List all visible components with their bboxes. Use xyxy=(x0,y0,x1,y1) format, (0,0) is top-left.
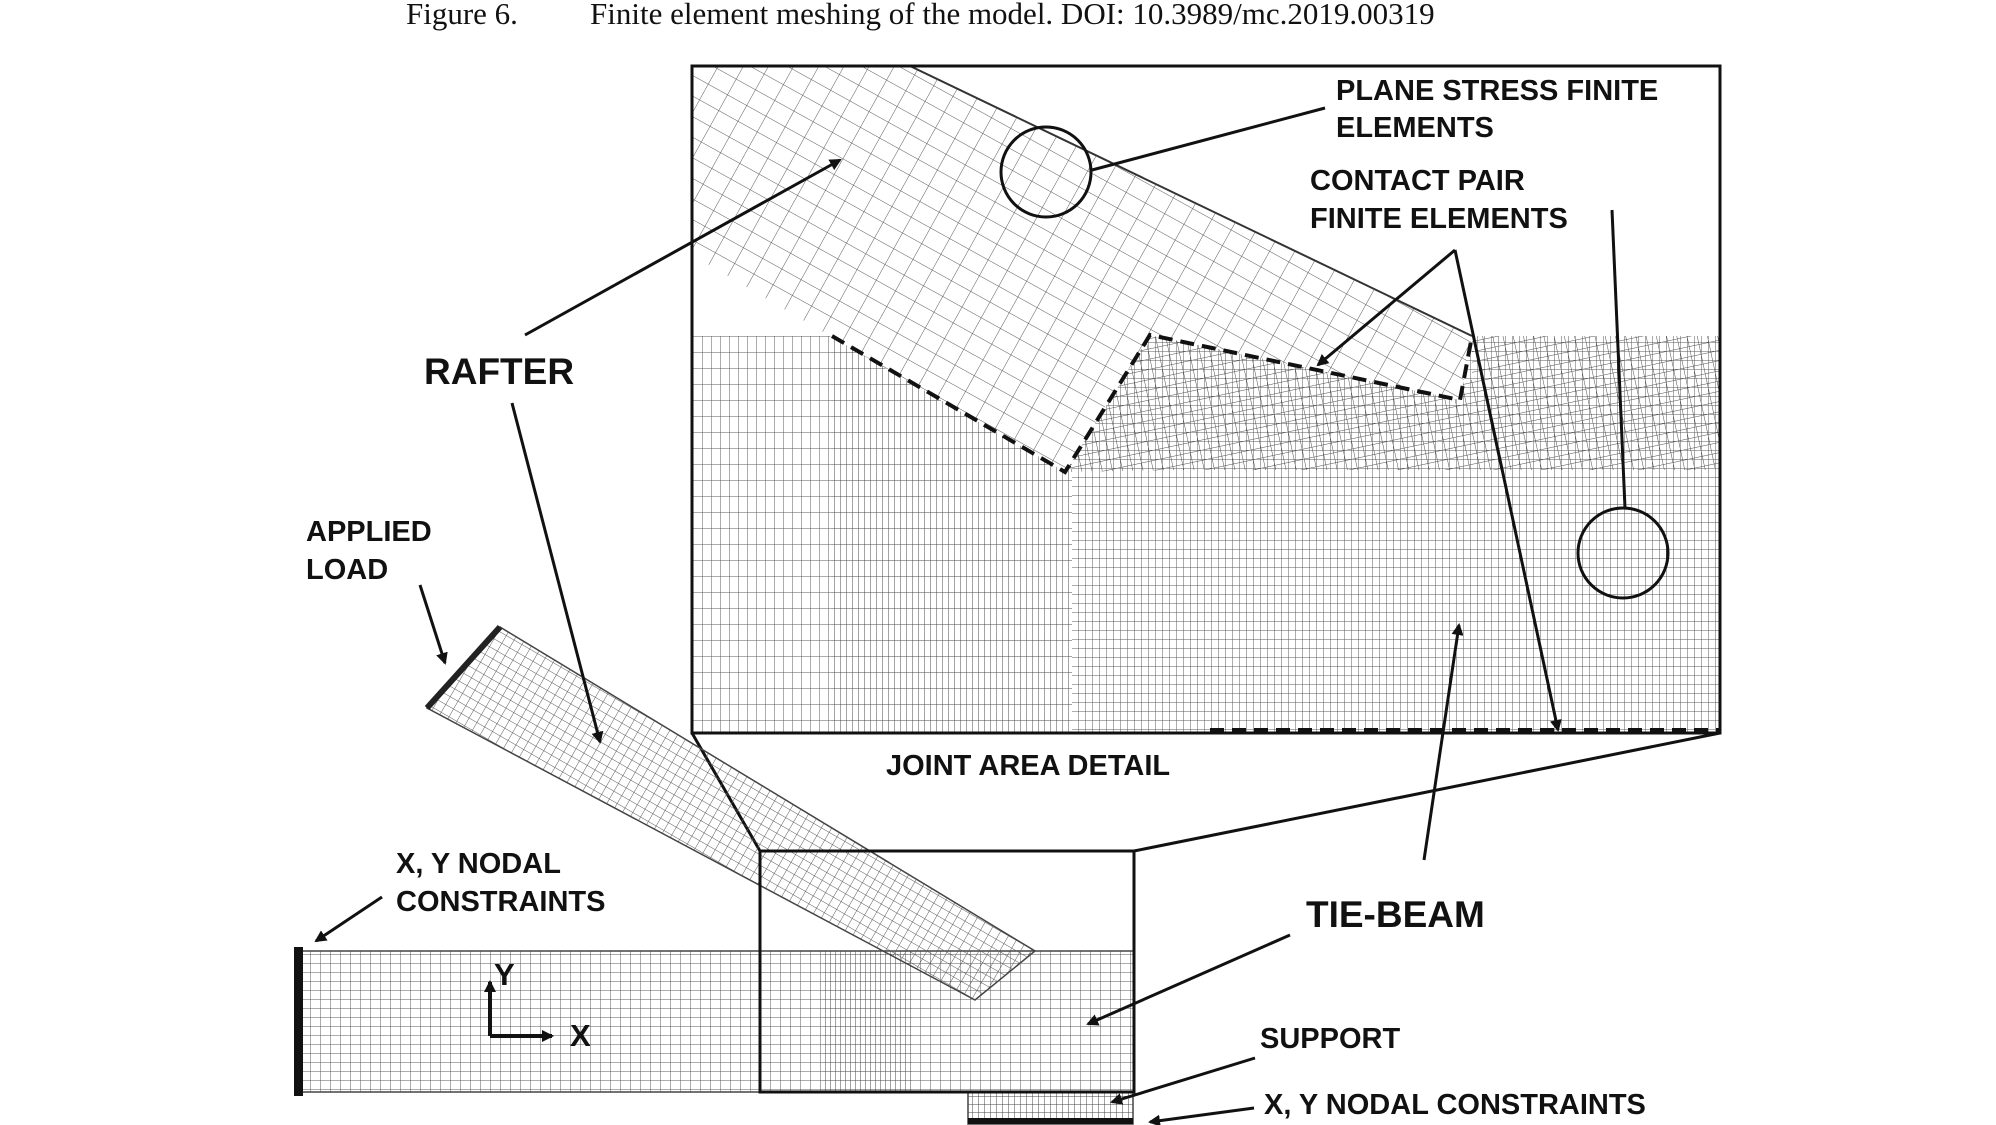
label-plane-stress-line1: PLANE STRESS FINITE xyxy=(1336,75,1658,107)
zoom-connector-right xyxy=(1133,731,1721,853)
label-contact-pair-line1: CONTACT PAIR xyxy=(1310,165,1525,197)
rafter-leader-upper xyxy=(524,158,842,337)
applied-load-edge xyxy=(424,624,503,711)
xy-constraints-bottom-leader xyxy=(1148,1106,1255,1125)
detail-notch-mesh xyxy=(1065,336,1720,472)
support-leader xyxy=(1110,1056,1256,1105)
figure-caption-label: Figure 6. xyxy=(406,0,518,31)
axis-x-label: X xyxy=(570,1018,591,1053)
detail-frame xyxy=(690,64,1722,735)
label-xy-constraints-left-line2: CONSTRAINTS xyxy=(396,886,605,918)
joint-detail-inset xyxy=(690,64,1722,735)
bottom-nodal-constraint xyxy=(968,1118,1133,1124)
detail-beam-left-mesh xyxy=(692,336,832,733)
main-model: Y X xyxy=(294,624,1136,1125)
plane-stress-circle xyxy=(999,125,1093,219)
applied-load-leader xyxy=(418,584,448,665)
label-tie-beam: TIE-BEAM xyxy=(1306,894,1485,935)
detail-rafter-mesh-grid xyxy=(692,66,1472,472)
rafter-mesh xyxy=(427,627,1035,1000)
contact-circle-right xyxy=(1576,506,1670,600)
label-xy-constraints-bottom: X, Y NODAL CONSTRAINTS xyxy=(1264,1089,1646,1121)
label-xy-constraints-left-line1: X, Y NODAL xyxy=(396,848,561,880)
label-plane-stress-line2: ELEMENTS xyxy=(1336,112,1494,144)
rafter-leader-lower xyxy=(510,402,604,744)
label-contact-pair-line2: FINITE ELEMENTS xyxy=(1310,203,1568,235)
contact-pair-line-upper xyxy=(830,332,1474,475)
label-joint-area-detail: JOINT AREA DETAIL xyxy=(886,750,1170,782)
joint-zoom-box xyxy=(758,849,1136,1094)
left-nodal-constraint xyxy=(294,947,303,1096)
axis-y-label: Y xyxy=(494,957,515,992)
xy-constraints-left-leader xyxy=(314,895,383,943)
label-rafter: RAFTER xyxy=(424,351,574,392)
tie-beam-leader-lower xyxy=(1086,933,1291,1026)
axis-triad: Y X xyxy=(484,957,591,1053)
tie-beam-leader-upper xyxy=(1422,623,1464,861)
figure-caption-text: Finite element meshing of the model. DOI… xyxy=(590,0,1435,31)
tie-beam-dense-band xyxy=(822,951,912,1092)
label-applied-load-line1: APPLIED xyxy=(306,516,432,548)
label-applied-load-line2: LOAD xyxy=(306,554,388,586)
label-support: SUPPORT xyxy=(1260,1023,1400,1055)
